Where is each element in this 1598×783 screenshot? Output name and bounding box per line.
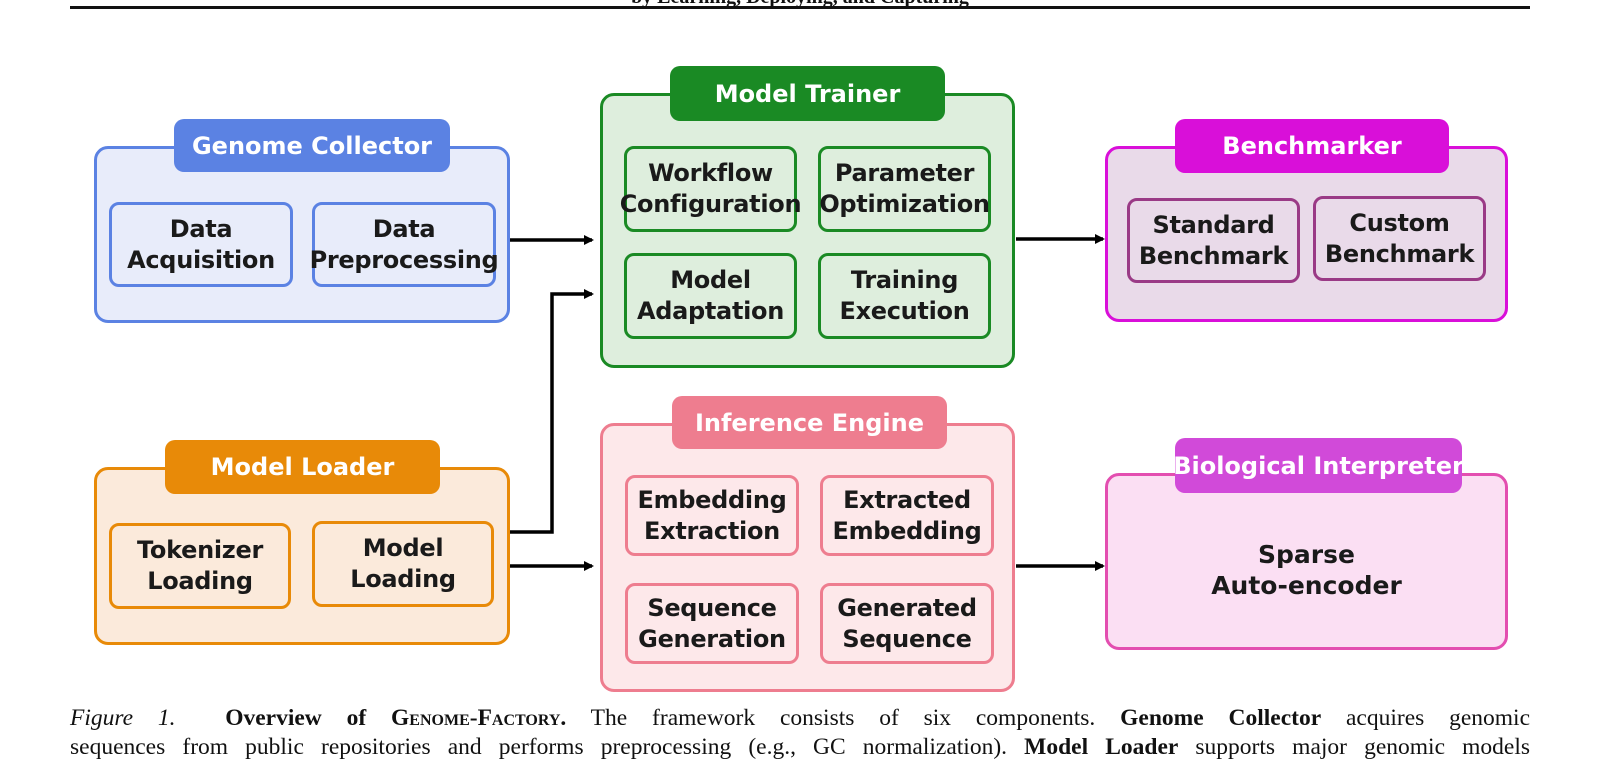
caption-title-name: Genome-Factory [391, 705, 561, 731]
caption-title-pre: Overview of [225, 705, 392, 731]
caption-term-2: Model Loader [1024, 734, 1179, 760]
custom-benchmark-box: Custom Benchmark [1313, 196, 1486, 281]
model-loader-panel [94, 467, 510, 645]
caption-text-4: supports major genomic models [1178, 734, 1530, 760]
arrow-loader-to-trainer [498, 289, 594, 534]
caption-title-end: . [560, 705, 567, 731]
caption-text-1: The framework consists of six components… [566, 705, 1121, 731]
caption-label: Figure 1. [70, 705, 176, 731]
sequence-generation-box: Sequence Generation [625, 583, 799, 664]
model-loader-title: Model Loader [165, 440, 440, 494]
page-header-rule: by Learning, Deploying, and Capturing [70, 0, 1530, 9]
page-header-text: by Learning, Deploying, and Capturing [70, 0, 1530, 6]
caption-line-1: Figure 1. Overview of Genome-Factory. Th… [70, 704, 1530, 733]
data-preprocessing-box: Data Preprocessing [310, 202, 499, 287]
sparse-autoencoder-text: Sparse Auto-encoder [1211, 540, 1402, 600]
benchmarker-panel [1105, 146, 1508, 322]
figure-caption: Figure 1. Overview of Genome-Factory. Th… [70, 704, 1530, 762]
caption-line-2: sequences from public repositories and p… [70, 733, 1530, 762]
genome-collector-panel [94, 146, 510, 323]
genome-collector-title: Genome Collector [174, 119, 450, 172]
inference-engine-title: Inference Engine [672, 396, 947, 449]
parameter-optimization-box: Parameter Optimization [818, 146, 991, 232]
tokenizer-loading-box: Tokenizer Loading [109, 523, 291, 609]
model-loading-box: Model Loading [312, 521, 494, 607]
extracted-embedding-box: Extracted Embedding [820, 475, 994, 556]
caption-term-1: Genome Collector [1120, 705, 1322, 731]
standard-benchmark-box: Standard Benchmark [1127, 198, 1300, 283]
data-acquisition-box: Data Acquisition [109, 202, 293, 287]
caption-text-3: sequences from public repositories and p… [70, 734, 1025, 760]
embedding-extraction-box: Embedding Extraction [625, 475, 799, 556]
biological-interpreter-title: Biological Interpreter [1173, 438, 1464, 493]
caption-text-2: acquires genomic [1321, 705, 1531, 731]
inference-engine-panel [600, 423, 1015, 692]
training-execution-box: Training Execution [818, 253, 991, 339]
workflow-configuration-box: Workflow Configuration [620, 146, 802, 232]
model-adaptation-box: Model Adaptation [624, 253, 797, 339]
caption-title: Overview of Genome-Factory. [225, 705, 566, 731]
benchmarker-title: Benchmarker [1175, 119, 1449, 173]
model-trainer-title: Model Trainer [670, 66, 945, 121]
generated-sequence-box: Generated Sequence [820, 583, 994, 664]
